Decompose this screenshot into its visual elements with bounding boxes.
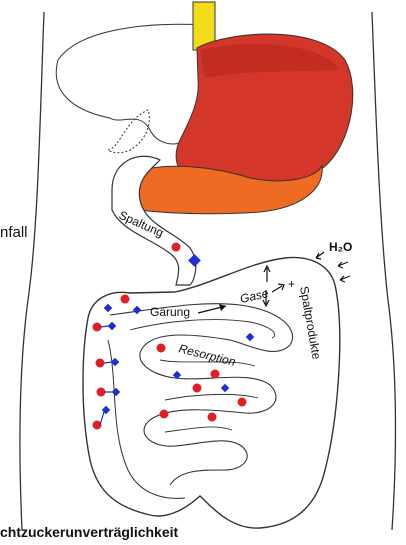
red-particle: [157, 344, 166, 353]
water-arrow-1: [316, 252, 324, 259]
red-particle: [172, 243, 181, 252]
red-particle: [160, 410, 169, 419]
body-outline-left: [20, 12, 44, 530]
red-particle: [238, 398, 247, 407]
gaerung-label: Gärung: [150, 305, 190, 319]
plus-label: +: [288, 277, 295, 291]
water-label: H₂O: [329, 240, 352, 254]
liver-lobe-outline: [108, 110, 149, 153]
red-particle: [211, 370, 220, 379]
red-particle: [96, 359, 105, 368]
water-arrow-3: [340, 276, 350, 282]
body-outline-right: [372, 12, 395, 530]
red-particle: [193, 384, 202, 393]
water-arrow-2: [338, 262, 348, 268]
figure-caption: chtzuckerunverträglichkeit: [0, 524, 178, 540]
side-label-fragment: nfall: [0, 224, 28, 241]
red-particle: [121, 295, 130, 304]
red-particle: [208, 413, 217, 422]
